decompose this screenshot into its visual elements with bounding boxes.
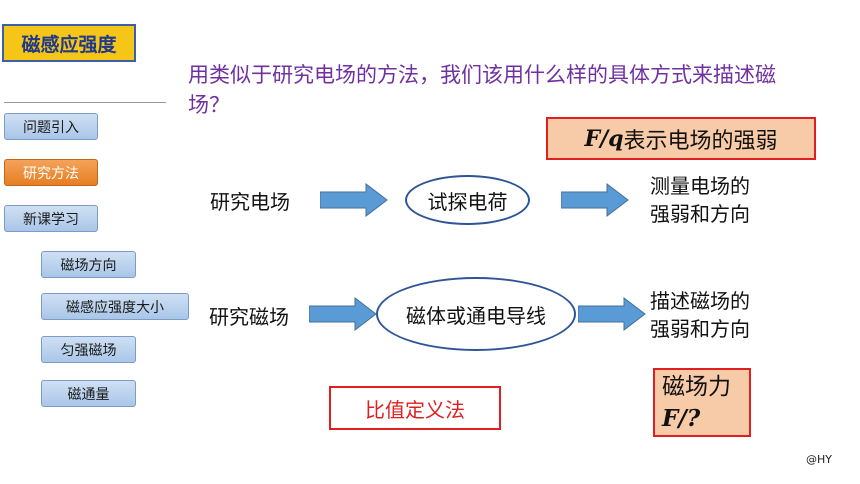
- slide-title: 磁感应强度: [21, 33, 117, 56]
- row1-result-line2: 强弱和方向: [650, 202, 750, 226]
- arrow-right-icon: [561, 183, 629, 217]
- row2-result-line1: 描述磁场的: [650, 289, 750, 313]
- row1-result: 测量电场的 强弱和方向: [650, 172, 750, 228]
- row2-result-line2: 强弱和方向: [650, 317, 750, 341]
- row2-result: 描述磁场的 强弱和方向: [650, 287, 750, 343]
- row1-label: 研究电场: [210, 190, 290, 214]
- efield-text: 表示电场的强弱: [623, 128, 778, 154]
- row1-ellipse-text: 试探电荷: [427, 189, 508, 214]
- question-text: 用类似于研究电场的方法，我们该用什么样的具体方式来描述磁场？: [188, 63, 776, 117]
- magforce-formula: F/?: [662, 405, 701, 432]
- sidebar-divider: [4, 102, 166, 103]
- row2-ellipse-text: 磁体或通电导线: [406, 303, 546, 328]
- nav-item-uniform-field[interactable]: 匀强磁场: [41, 336, 136, 363]
- row2-label: 研究磁场: [209, 305, 289, 329]
- method-text: 比值定义法: [365, 397, 465, 422]
- arrow-right-icon: [320, 183, 388, 217]
- nav-item-new-lesson[interactable]: 新课学习: [4, 205, 98, 232]
- magforce-box: 磁场力 F/?: [653, 368, 751, 437]
- nav-item-intro[interactable]: 问题引入: [4, 113, 98, 140]
- method-box: 比值定义法: [329, 386, 501, 430]
- row1-ellipse: 试探电荷: [405, 175, 530, 225]
- row1-result-line1: 测量电场的: [650, 174, 750, 198]
- nav-item-method[interactable]: 研究方法: [4, 159, 98, 186]
- magforce-line1: 磁场力: [662, 374, 731, 400]
- efield-formula: F/q: [584, 125, 624, 152]
- arrow-right-icon: [578, 297, 646, 331]
- nav-item-flux-density[interactable]: 磁感应强度大小: [41, 293, 189, 320]
- row2-ellipse: 磁体或通电导线: [376, 277, 576, 351]
- title-badge: 磁感应强度: [2, 24, 136, 62]
- nav-item-magnetic-flux[interactable]: 磁通量: [41, 380, 136, 407]
- watermark: @HY: [806, 453, 832, 466]
- arrow-right-icon: [309, 297, 377, 331]
- nav-item-field-direction[interactable]: 磁场方向: [41, 251, 136, 278]
